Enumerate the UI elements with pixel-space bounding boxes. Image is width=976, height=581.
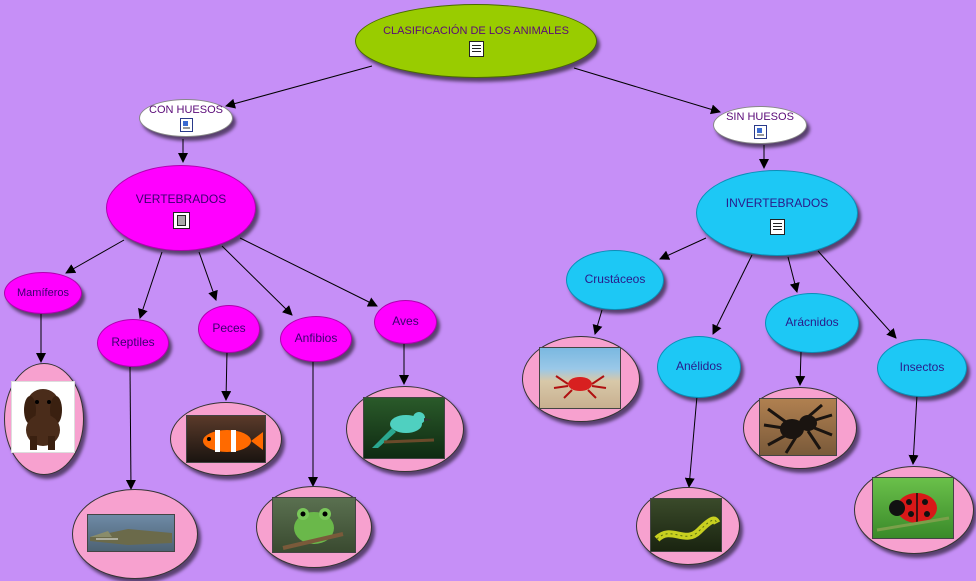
edge-rep-pic [125, 366, 136, 490]
ladybug-photo [872, 477, 954, 539]
group-label: Anfibios [294, 331, 338, 346]
group-label: Insectos [899, 360, 945, 375]
edge-vert-pec [198, 251, 218, 301]
crocodile-photo [87, 514, 175, 552]
tarantula-photo [759, 398, 837, 456]
group-insectos[interactable]: Insectos [877, 339, 967, 397]
vertebrados-node[interactable]: VERTEBRADOS [106, 165, 256, 251]
group-label: Crustáceos [584, 272, 646, 287]
puppy-photo [11, 381, 75, 453]
edge-root-con [225, 65, 373, 109]
group-anfibios[interactable]: Anfibios [280, 316, 352, 362]
group-aracnidos[interactable]: Arácnidos [765, 293, 859, 353]
edge-root-sin [573, 67, 721, 115]
mamiferos-picture-node [4, 363, 84, 475]
edge-pec-pic [221, 350, 232, 401]
group-mamiferos[interactable]: Mamíferos [4, 272, 82, 314]
aves-picture-node [346, 386, 464, 472]
con-huesos-label: CON HUESOS [149, 103, 223, 116]
frog-photo [272, 497, 356, 553]
anfibios-picture-node [256, 486, 372, 568]
group-label: Reptiles [111, 335, 155, 350]
edge-inv-ara [787, 256, 800, 293]
edge-inv-ins [817, 250, 897, 339]
vertebrados-label: VERTEBRADOS [135, 191, 227, 206]
film-icon[interactable] [172, 212, 190, 230]
edge-vert-ave [239, 237, 378, 307]
group-crustaceos[interactable]: Crustáceos [566, 250, 664, 310]
document-icon[interactable] [769, 218, 785, 235]
invertebrados-label: INVERTEBRADOS [725, 196, 829, 211]
edge-vert-mam [65, 239, 125, 274]
group-anelidos[interactable]: Anélidos [657, 336, 741, 398]
aracnidos-picture-node [743, 387, 857, 469]
group-aves[interactable]: Aves [374, 300, 437, 344]
clownfish-photo [186, 415, 266, 463]
edge-vert-anf [221, 245, 293, 316]
anelidos-picture-node [636, 487, 740, 565]
edge-vert-rep [138, 251, 163, 319]
group-label: Anélidos [675, 359, 723, 374]
worm-photo [650, 498, 722, 552]
group-peces[interactable]: Peces [198, 305, 260, 353]
group-label: Peces [212, 321, 246, 336]
crustaceos-picture-node [522, 336, 640, 422]
root-title: CLASIFICACIÓN DE LOS ANIMALES [383, 24, 569, 37]
bird-photo [363, 397, 445, 459]
edge-inv-cru [659, 237, 707, 260]
edge-cru-pic [592, 309, 603, 335]
edge-ara-pic [795, 351, 806, 386]
group-label: Arácnidos [785, 315, 839, 330]
crab-photo [539, 347, 621, 409]
con-huesos-node[interactable]: CON HUESOS [139, 99, 233, 137]
peces-picture-node [170, 402, 282, 476]
edge-inv-ane [712, 254, 753, 335]
group-label: Aves [392, 314, 419, 329]
root-node[interactable]: CLASIFICACIÓN DE LOS ANIMALES [355, 4, 597, 78]
reptiles-picture-node [72, 489, 198, 579]
invertebrados-node[interactable]: INVERTEBRADOS [696, 170, 858, 256]
document-icon[interactable] [468, 41, 484, 58]
edge-ane-pic [684, 395, 698, 488]
image-icon[interactable] [753, 125, 767, 140]
image-icon[interactable] [179, 118, 193, 133]
group-reptiles[interactable]: Reptiles [97, 319, 169, 367]
insectos-picture-node [854, 466, 974, 554]
group-label: Mamíferos [17, 286, 69, 299]
sin-huesos-node[interactable]: SIN HUESOS [713, 106, 807, 144]
sin-huesos-label: SIN HUESOS [726, 110, 794, 123]
edge-ins-pic [908, 394, 919, 465]
